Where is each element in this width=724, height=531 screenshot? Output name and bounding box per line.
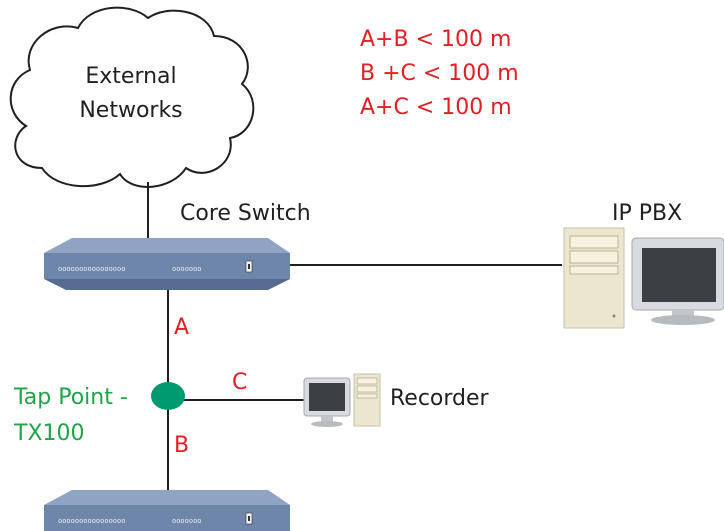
constraint-ab: A+B < 100 m <box>360 27 511 52</box>
core-switch-label: Core Switch <box>180 201 311 226</box>
recorder-label: Recorder <box>390 386 490 411</box>
core-switch: oooooooooooooooo ooooooo <box>44 238 290 290</box>
tap-point-node <box>151 382 185 410</box>
external-networks-cloud: External Networks <box>9 6 255 188</box>
access-switch-ports-1: oooooooooooooooo <box>58 517 125 525</box>
tap-point-label-line1: Tap Point - <box>13 385 128 410</box>
core-switch-ports-2: ooooooo <box>172 265 202 273</box>
segment-b-label: B <box>174 433 189 458</box>
access-switch: oooooooooooooooo ooooooo <box>44 490 290 531</box>
ip-pbx-label: IP PBX <box>612 201 682 226</box>
segment-a-label: A <box>174 315 189 340</box>
recorder-computer <box>303 373 381 427</box>
distance-constraints: A+B < 100 m B +C < 100 m A+C < 100 m <box>360 27 519 120</box>
cloud-label-line1: External <box>85 64 176 89</box>
segment-c-label: C <box>232 370 247 395</box>
constraint-ac: A+C < 100 m <box>360 95 512 120</box>
tap-point-label-line2: TX100 <box>13 421 85 446</box>
links <box>147 182 562 490</box>
ip-pbx-computer <box>563 227 724 329</box>
constraint-bc: B +C < 100 m <box>360 61 519 86</box>
access-switch-ports-2: ooooooo <box>172 517 202 525</box>
core-switch-ports-1: oooooooooooooooo <box>58 265 125 273</box>
cloud-label-line2: Networks <box>79 98 182 123</box>
